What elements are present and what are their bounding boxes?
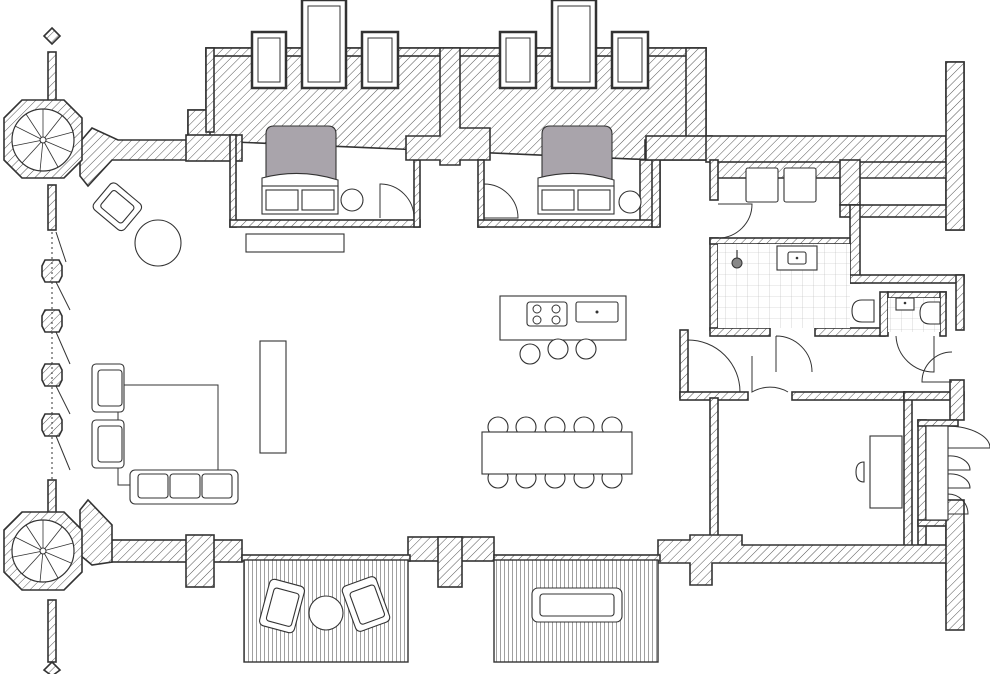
balcony-left	[243, 559, 409, 663]
bathroom	[718, 244, 941, 332]
bedroom-left	[245, 125, 415, 253]
top-windows-left	[250, 0, 400, 90]
top-windows-right	[498, 0, 650, 90]
dining-table	[481, 416, 633, 489]
kitchen-island	[499, 295, 627, 365]
balcony-right	[493, 559, 659, 663]
living-area	[91, 182, 287, 505]
corridor-doors	[687, 335, 953, 393]
spiral-stair-top	[3, 99, 83, 179]
left-window-doors	[51, 231, 71, 480]
study	[855, 435, 903, 509]
spiral-stair-bottom	[3, 511, 83, 591]
wardrobe	[925, 425, 990, 521]
closet	[717, 167, 817, 239]
bedroom-right	[483, 125, 642, 219]
